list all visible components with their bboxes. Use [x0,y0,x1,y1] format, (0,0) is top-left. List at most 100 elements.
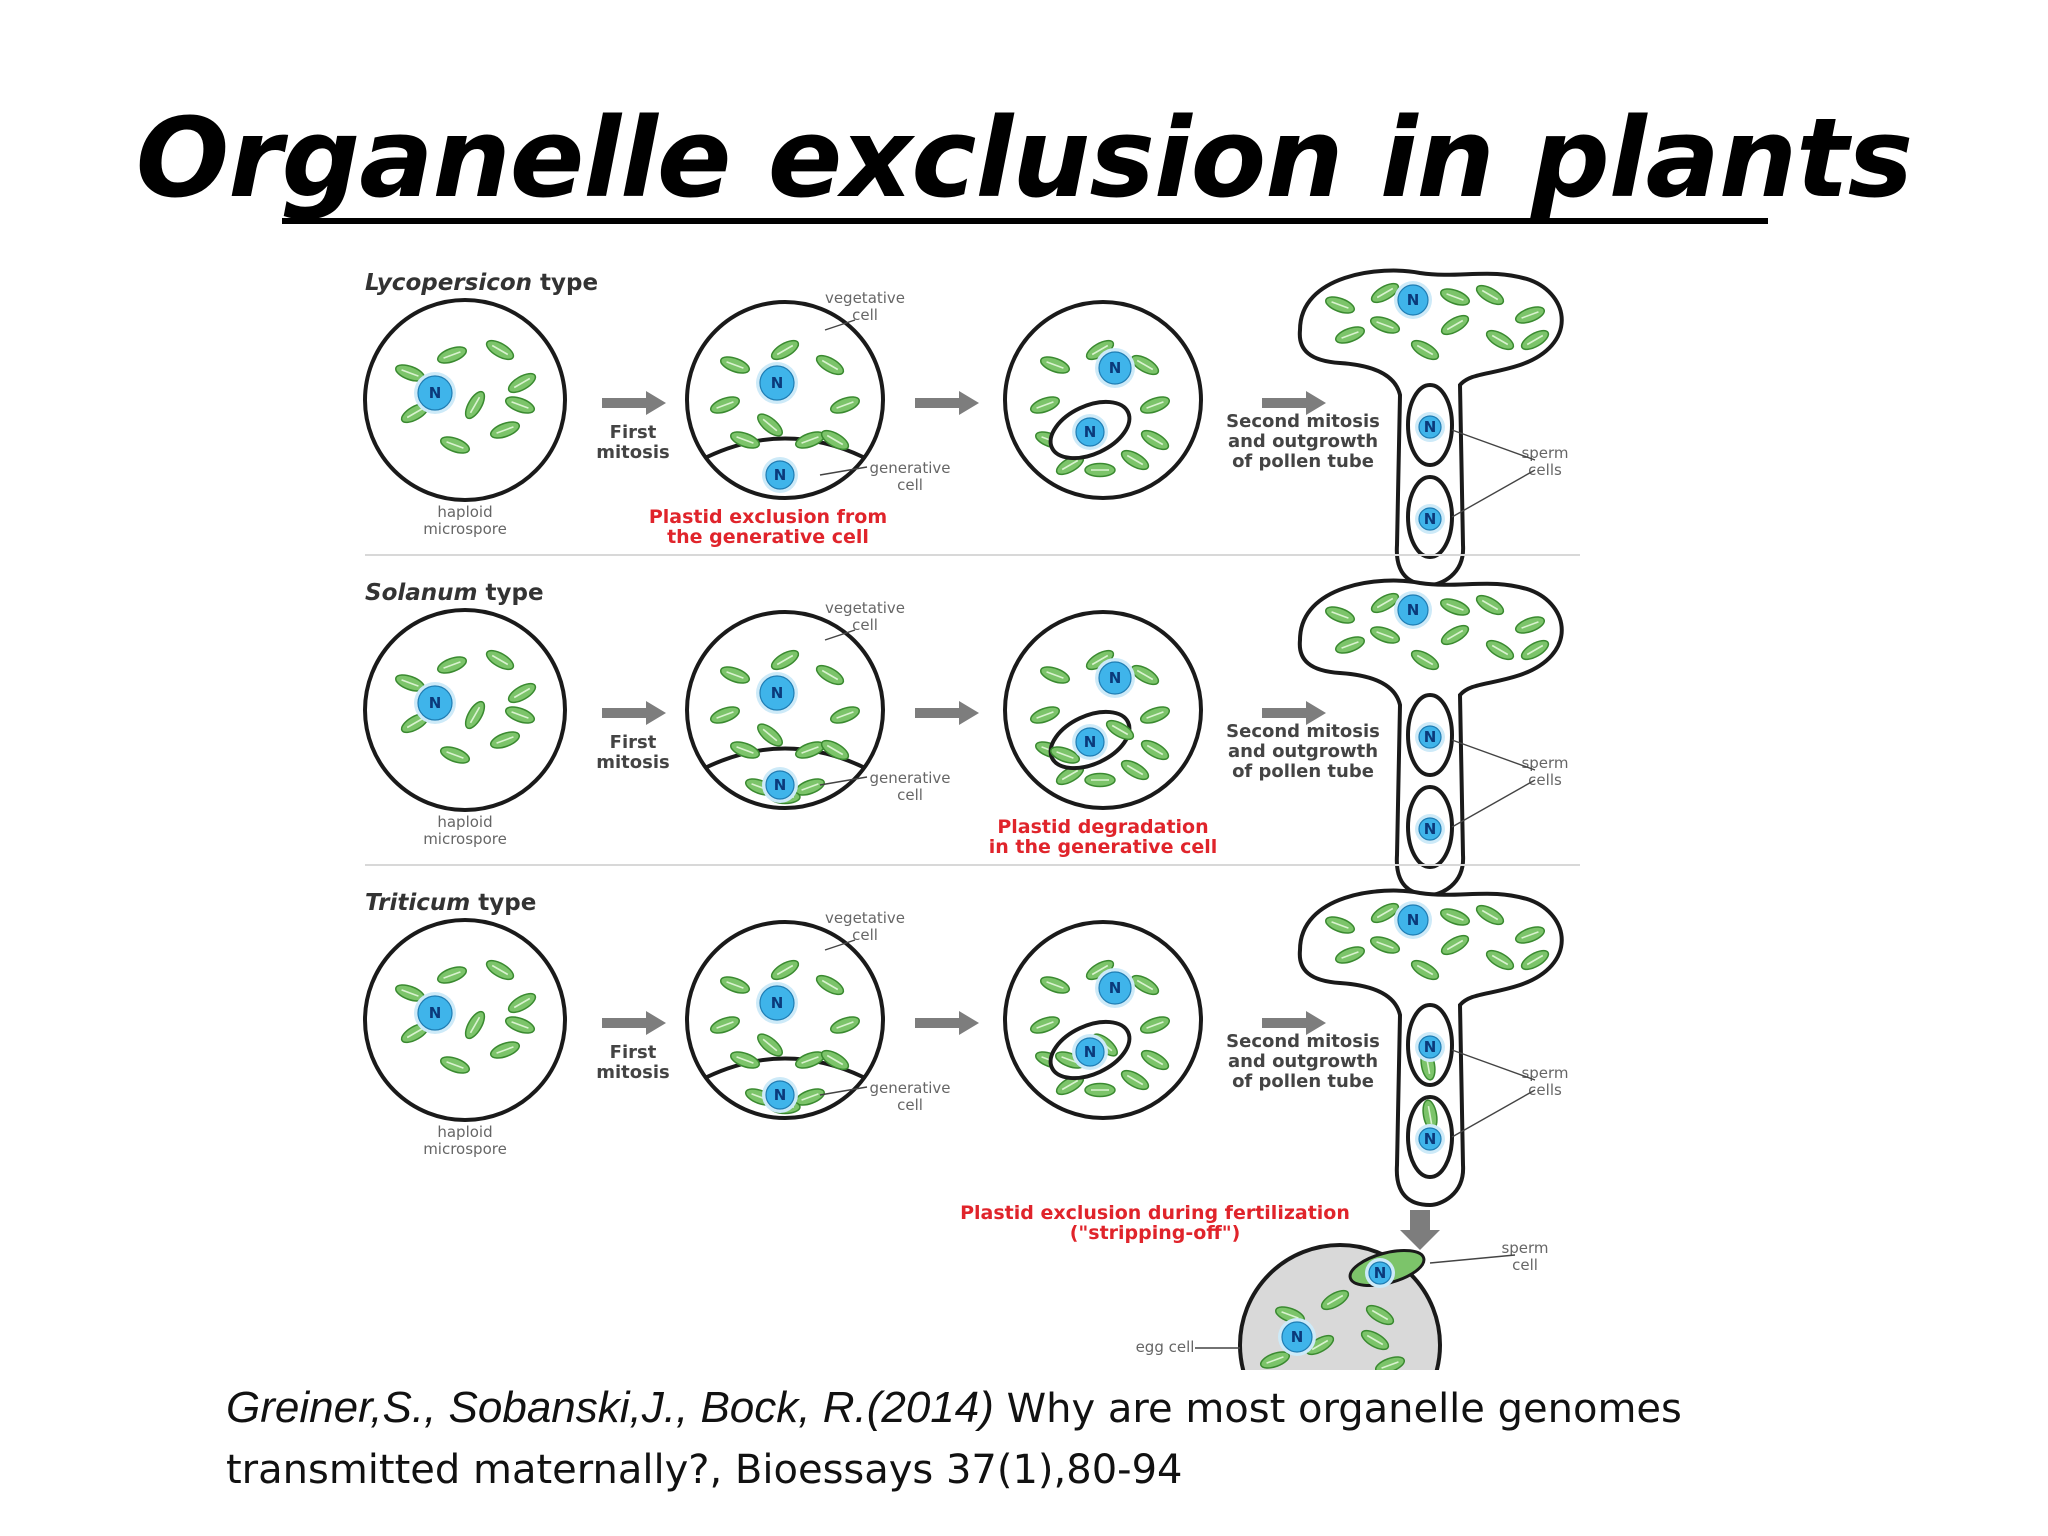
plastid-icon [1410,959,1440,981]
type-suffix: type [478,890,536,916]
cell-membrane [363,298,567,502]
nucleus-icon: N [414,372,456,414]
nucleus-label: N [1084,423,1097,441]
plastid-icon [1120,759,1150,781]
plastid-icon [829,706,861,724]
plastid-icon [1370,282,1400,304]
plastid-icon [820,1049,850,1071]
first-mitosis-label: First [610,732,657,753]
plastid-icon [464,700,486,730]
plastid-icon [504,706,536,724]
second-mitosis-label: Second mitosis [1226,721,1380,742]
process-note: ("stripping-off") [1070,1222,1241,1244]
plastid-icon [770,649,800,671]
plastid-icon [729,741,761,759]
plastid-icon [1084,772,1116,788]
label-leader-line [824,939,856,951]
first-mitosis-label: First [610,1042,657,1063]
label-leader-line [824,629,856,641]
process-arrow-icon [915,391,979,415]
label-leader-line [819,1086,868,1096]
nucleus-icon: N [1095,658,1135,698]
nucleus-icon: N [1415,1124,1445,1154]
nucleus-label: N [1109,979,1122,997]
plastid-icon [1514,926,1546,944]
slide-title: Organelle exclusion in plants [135,94,1913,222]
plastid-icon [436,346,468,364]
plastid-icon [436,966,468,984]
sperm-cell-label: sperm [1501,1239,1548,1257]
plastid-icon [1369,316,1401,334]
process-arrow-icon [602,1011,666,1035]
nucleus-label: N [1109,669,1122,687]
label-leader-line [1429,1254,1516,1264]
type-genus: Lycopersicon [365,270,540,296]
plastid-icon [1039,976,1071,994]
second-mitosis-label: of pollen tube [1232,451,1374,472]
plastid-icon [1130,974,1160,996]
nucleus-icon: N [414,992,456,1034]
plastid-icon [1139,396,1171,414]
plastid-icon [1084,1082,1116,1098]
nucleus-icon: N [1415,412,1445,442]
plastid-icon [489,421,521,439]
citation-title-line2: transmitted maternally?, Bioessays 37(1)… [226,1447,1183,1493]
sperm-cells-label: cells [1528,1081,1562,1099]
plastid-icon [719,666,751,684]
nucleus-label: N [1424,1130,1437,1148]
plastid-icon [1520,949,1550,971]
plastid-icon [1140,429,1170,451]
nucleus-icon: N [756,362,798,404]
plastid-icon [507,992,537,1014]
plastid-icon [709,396,741,414]
process-arrow-icon [1262,391,1326,415]
generative-cell-label: cell [897,786,923,804]
plastid-icon [1410,649,1440,671]
first-mitosis-label: mitosis [596,1062,670,1083]
row-lycopersicon: Lycopersicon typeNhaploidmicrosporeFirst… [363,268,1580,588]
plastid-icon [1440,624,1470,646]
nucleus-label: N [1424,510,1437,528]
second-mitosis-label: and outgrowth [1228,741,1378,762]
haploid-microspore: N [363,298,567,502]
label-leader-line [1451,429,1536,461]
plastid-icon [729,431,761,449]
nucleus-label: N [771,994,784,1012]
plastid-icon [1120,449,1150,471]
citation-title-line1: Why are most organelle genomes [993,1386,1682,1432]
plastid-icon [1369,936,1401,954]
process-arrow-icon [1262,701,1326,725]
plastid-icon [1140,1049,1170,1071]
sperm-cells-label: sperm [1521,754,1568,772]
plastid-icon [829,1016,861,1034]
nucleus-icon: N [1095,348,1135,388]
label-leader-line [1451,469,1536,518]
nucleus-icon: N [1072,414,1108,450]
cell-membrane [363,918,567,1122]
generative-cell-label: cell [897,1096,923,1114]
nucleus-label: N [1407,601,1420,619]
second-mitosis-label: of pollen tube [1232,761,1374,782]
vegetative-cell-label: cell [852,306,878,324]
citation: Greiner,S., Sobanski,J., Bock, R.(2014) … [226,1378,1926,1500]
sperm-cells-label: sperm [1521,444,1568,462]
down-arrow-icon [1400,1210,1440,1250]
plastid-icon [1084,462,1116,478]
second-mitosis-label: Second mitosis [1226,1031,1380,1052]
plastid-icon [1485,639,1515,661]
plastid-icon [1520,329,1550,351]
nucleus-icon: N [1415,504,1445,534]
nucleus-icon: N [1394,281,1432,319]
generative-cell-inside-pollen: NN [1003,300,1203,500]
first-mitosis-label: mitosis [596,442,670,463]
vegetative-cell-label: vegetative [825,599,905,617]
nucleus-label: N [1424,1038,1437,1056]
nucleus-label: N [1084,733,1097,751]
bicellular-pollen: NN [685,300,885,500]
haploid-microspore-label: microspore [423,1140,507,1158]
plastid-icon [1374,1356,1406,1370]
plastid-icon [815,974,845,996]
plastid-icon [1439,908,1471,926]
generative-cell-label: generative [870,459,951,477]
nucleus-label: N [774,466,787,484]
